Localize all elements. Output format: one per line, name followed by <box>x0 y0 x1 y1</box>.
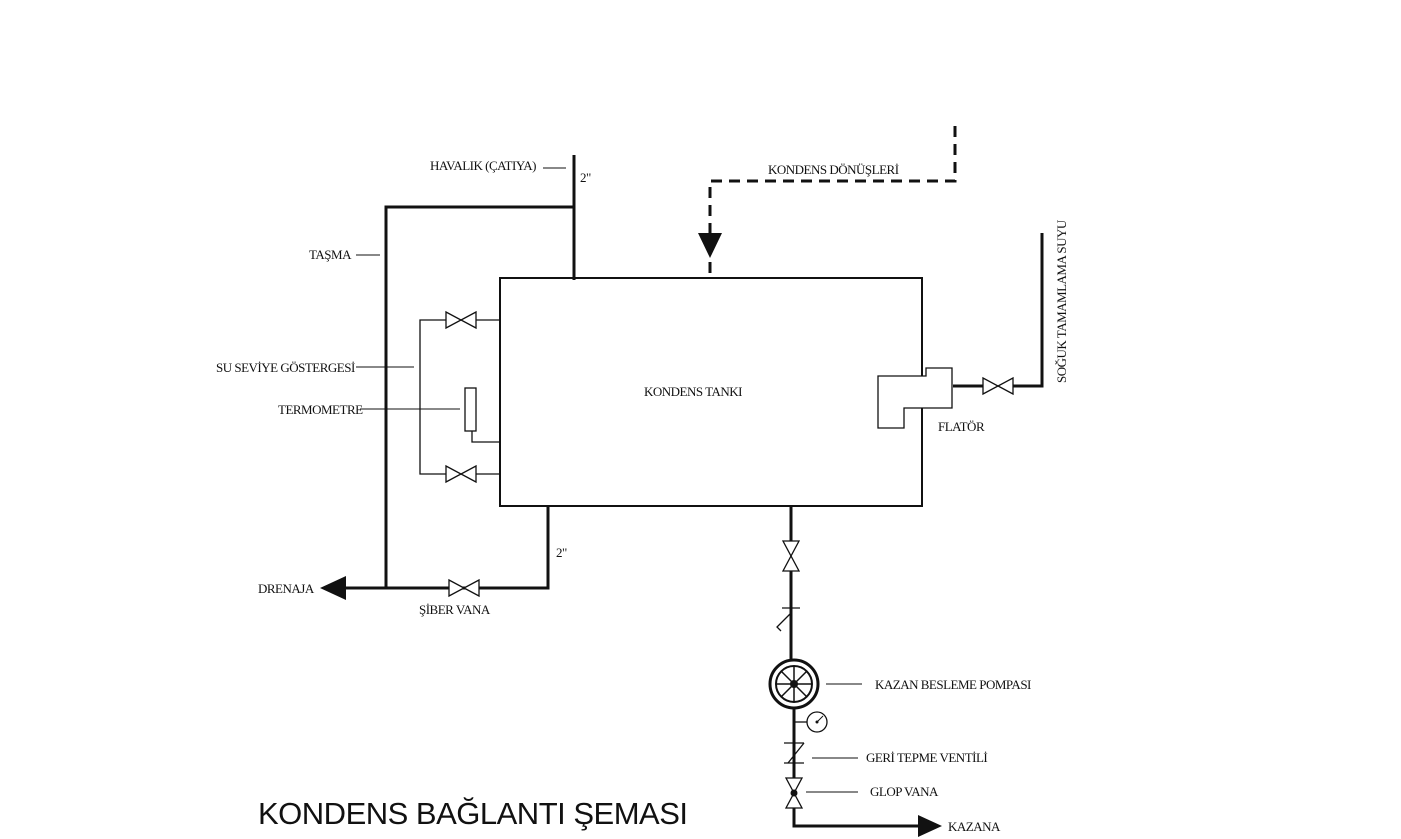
condensate-return-line <box>708 126 957 238</box>
drain-label: DRENAJA <box>258 581 315 596</box>
gate-valve-icon <box>448 578 480 598</box>
makeup-valve-icon <box>982 376 1014 396</box>
tank-label: KONDENS TANKI <box>644 384 742 399</box>
gauge-valve-top <box>445 310 477 330</box>
strainer-icon <box>776 612 792 632</box>
globe-valve-icon <box>784 777 804 809</box>
globe-valve-label: GLOP VANA <box>870 784 939 799</box>
drain-pipe <box>345 506 550 590</box>
gauge-valve-bottom <box>445 464 477 484</box>
makeup-water-pipe <box>1013 233 1044 388</box>
level-gauge-label: SU SEVİYE GÖSTERGESİ <box>216 360 355 375</box>
float-label: FLATÖR <box>938 419 985 434</box>
drain-size-label: 2" <box>556 545 567 560</box>
boiler-feed-pipe <box>792 808 920 828</box>
condensate-return-arrow-icon <box>698 233 722 258</box>
feed-valve-icon <box>781 540 801 572</box>
overflow-pipe <box>384 205 574 588</box>
check-valve-label: GERİ TEPME VENTİLİ <box>866 750 987 765</box>
float-valve-icon <box>877 367 953 429</box>
diagram-title: KONDENS BAĞLANTI ŞEMASI <box>258 796 688 831</box>
level-gauge-tube <box>419 319 446 475</box>
pressure-gauge-icon <box>806 711 828 733</box>
condensate-returns-label: KONDENS DÖNÜŞLERİ <box>768 162 899 177</box>
vent-size-label: 2" <box>580 170 591 185</box>
feed-pump-icon <box>768 658 820 710</box>
feed-pump-label: KAZAN BESLEME POMPASI <box>875 677 1031 692</box>
vent-label: HAVALIK (ÇATIYA) <box>430 158 536 173</box>
thermometer-label: TERMOMETRE <box>278 402 363 417</box>
thermometer-icon <box>464 387 477 432</box>
to-boiler-arrow-icon <box>918 815 942 837</box>
to-boiler-label: KAZANA <box>948 819 1001 834</box>
check-valve-icon <box>784 742 805 764</box>
condensate-tank <box>499 277 923 507</box>
gate-valve-label: ŞİBER VANA <box>419 602 491 617</box>
overflow-label: TAŞMA <box>309 247 352 262</box>
cold-makeup-water-label: SOĞUK TAMAMLAMA SUYU <box>1054 219 1069 383</box>
drain-arrow-icon <box>320 576 346 600</box>
